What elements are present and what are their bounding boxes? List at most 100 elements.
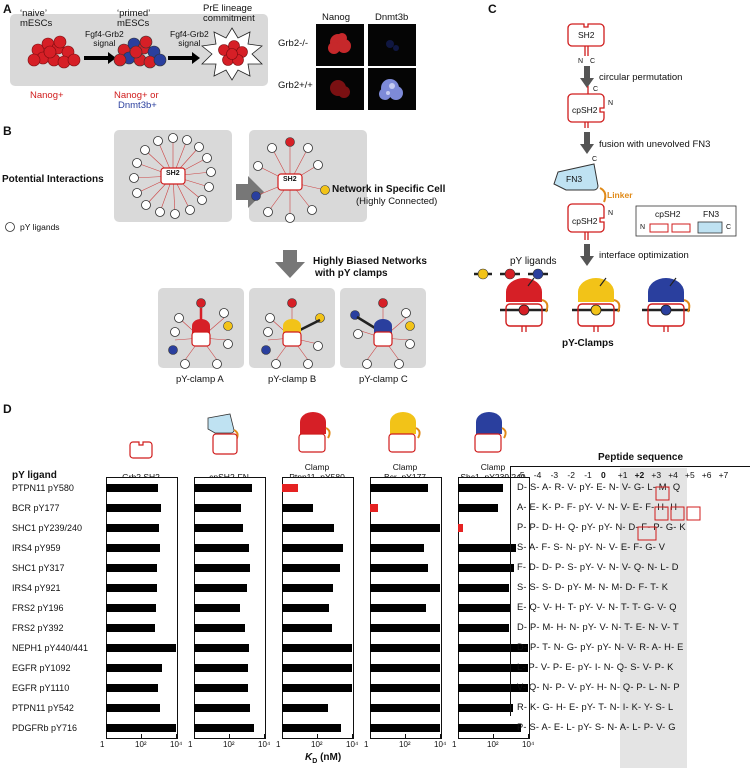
peptide-sequence: S- A- F- S- N- pY- N- V- E- F- G- V [517, 542, 666, 552]
kd-bar [282, 524, 334, 532]
kd-bar [106, 664, 163, 672]
x-tick-label: 10² [399, 740, 411, 749]
clamp-yellow [572, 277, 621, 332]
x-tick-label: 10² [135, 740, 147, 749]
clamp-network-b [261, 298, 325, 369]
ligand-label: PTPN11 pY580 [12, 483, 74, 493]
kd-bar [458, 684, 528, 692]
panel-label-a: A [3, 2, 12, 16]
x-tick-label: 1 [100, 740, 105, 749]
c-pylig-label: pY ligands [510, 256, 557, 267]
cartoon-clamp-blue [474, 412, 507, 453]
label-clamp-b: pY-clamp B [268, 374, 317, 385]
cartoon-clamp-yellow [388, 412, 421, 453]
label-mesc-2: mESCs [117, 18, 150, 29]
header-pylig: pY ligand [12, 470, 57, 481]
kd-bar [458, 524, 464, 532]
x-tick-label: 10⁴ [522, 740, 535, 749]
kd-bar [194, 604, 240, 612]
kd-bar [458, 504, 499, 512]
peptide-sequence: S- S- S- D- pY- M- N- M- D- F- T- K [517, 582, 669, 592]
peptide-sequence: P- P- D- H- Q- pY- pY- N- D- F- P- G- K [517, 522, 686, 532]
kd-bar [458, 604, 512, 612]
interaction-network-diagram [5, 133, 415, 369]
clamp-red [500, 277, 549, 332]
c-circ-label: circular permutation [599, 72, 683, 83]
kd-bar [194, 724, 254, 732]
kd-bar [370, 604, 426, 612]
kd-bar [194, 684, 248, 692]
peptide-sequence: A- E- K- P- F- pY- V- N- V- E- F- H- H [517, 502, 678, 512]
kd-bar [282, 584, 334, 592]
column-header-line1: Clamp [392, 462, 418, 472]
sequence-position: +4 [668, 470, 678, 480]
c-n-label-2: N [608, 100, 614, 107]
kd-bar [370, 584, 440, 592]
x-axis-label: KD (nM) [305, 752, 342, 765]
kd-bar [194, 584, 247, 592]
kd-bar [458, 704, 514, 712]
x-tick-mark [282, 734, 283, 738]
kd-bar [106, 484, 158, 492]
kd-bar [458, 664, 528, 672]
sequence-position: -4 [533, 470, 542, 480]
x-tick-label: 1 [364, 740, 369, 749]
kd-bar [106, 644, 176, 652]
x-tick-label: 10² [311, 740, 323, 749]
ligand-label: IRS4 pY921 [12, 583, 61, 593]
kd-bar [370, 544, 425, 552]
micrograph-nanog-grb2-wt [316, 68, 364, 110]
kd-bar [458, 564, 514, 572]
c-c-label-3: C [592, 156, 598, 163]
row-grb2-pos: Grb2+/+ [278, 80, 313, 91]
x-tick-mark [493, 734, 494, 738]
sequence-position: +1 [617, 470, 628, 480]
label-clamp-a: pY-clamp A [176, 374, 224, 385]
ligand-label: FRS2 pY196 [12, 603, 64, 613]
c-legend-fn3: FN3 [703, 209, 720, 219]
naive-cluster [27, 35, 81, 69]
label-naive: ‘naive’ [20, 8, 47, 19]
column-cartoons [129, 412, 507, 459]
kd-bar [282, 564, 341, 572]
sequence-position: +6 [701, 470, 712, 480]
kd-bar [458, 544, 516, 552]
column-header-line1: Clamp [480, 462, 506, 472]
x-tick-mark [528, 734, 529, 738]
row-grb2-neg: Grb2-/- [278, 38, 309, 49]
primed-cluster [113, 35, 167, 69]
x-tick-mark [264, 734, 265, 738]
x-tick-label: 10² [487, 740, 499, 749]
label-clamp-c: pY-clamp C [359, 374, 408, 385]
kd-bar [282, 624, 332, 632]
c-n-label-1: N [578, 58, 584, 65]
sequence-table-frame [510, 466, 750, 467]
x-tick-mark [317, 734, 318, 738]
x-tick-mark [458, 734, 459, 738]
ligand-label: NEPH1 pY440/441 [12, 643, 89, 653]
c-clamps-label: pY-Clamps [562, 338, 614, 349]
c-interface-label: interface optimization [599, 250, 689, 261]
kd-bar [106, 564, 157, 572]
kd-bar [194, 504, 242, 512]
sequence-position: -2 [567, 470, 575, 480]
kd-bar [106, 504, 162, 512]
peptide-sequence: D- P- T- N- G- pY- pY- N- V- R- A- H- E [517, 642, 684, 652]
x-tick-mark [352, 734, 353, 738]
micrograph-dnmt-grb2-wt [368, 68, 416, 110]
ligand-label: PTPN11 pY542 [12, 703, 74, 713]
kd-bar [194, 544, 250, 552]
c-fn3-label: FN3 [566, 174, 583, 184]
c-linker-label: Linker [607, 190, 633, 200]
kd-bar [194, 524, 243, 532]
x-tick-label: 10⁴ [434, 740, 447, 749]
cartoon-clamp-red [298, 412, 331, 453]
sh2-node-label-1: SH2 [166, 170, 180, 177]
ligand-label: BCR pY177 [12, 503, 60, 513]
label-withclamps: with pY clamps [315, 268, 388, 279]
c-legend-n: N [640, 224, 646, 231]
ligand-label: SHC1 pY239/240 [12, 523, 83, 533]
x-tick-label: 1 [188, 740, 193, 749]
kd-bar [194, 484, 252, 492]
